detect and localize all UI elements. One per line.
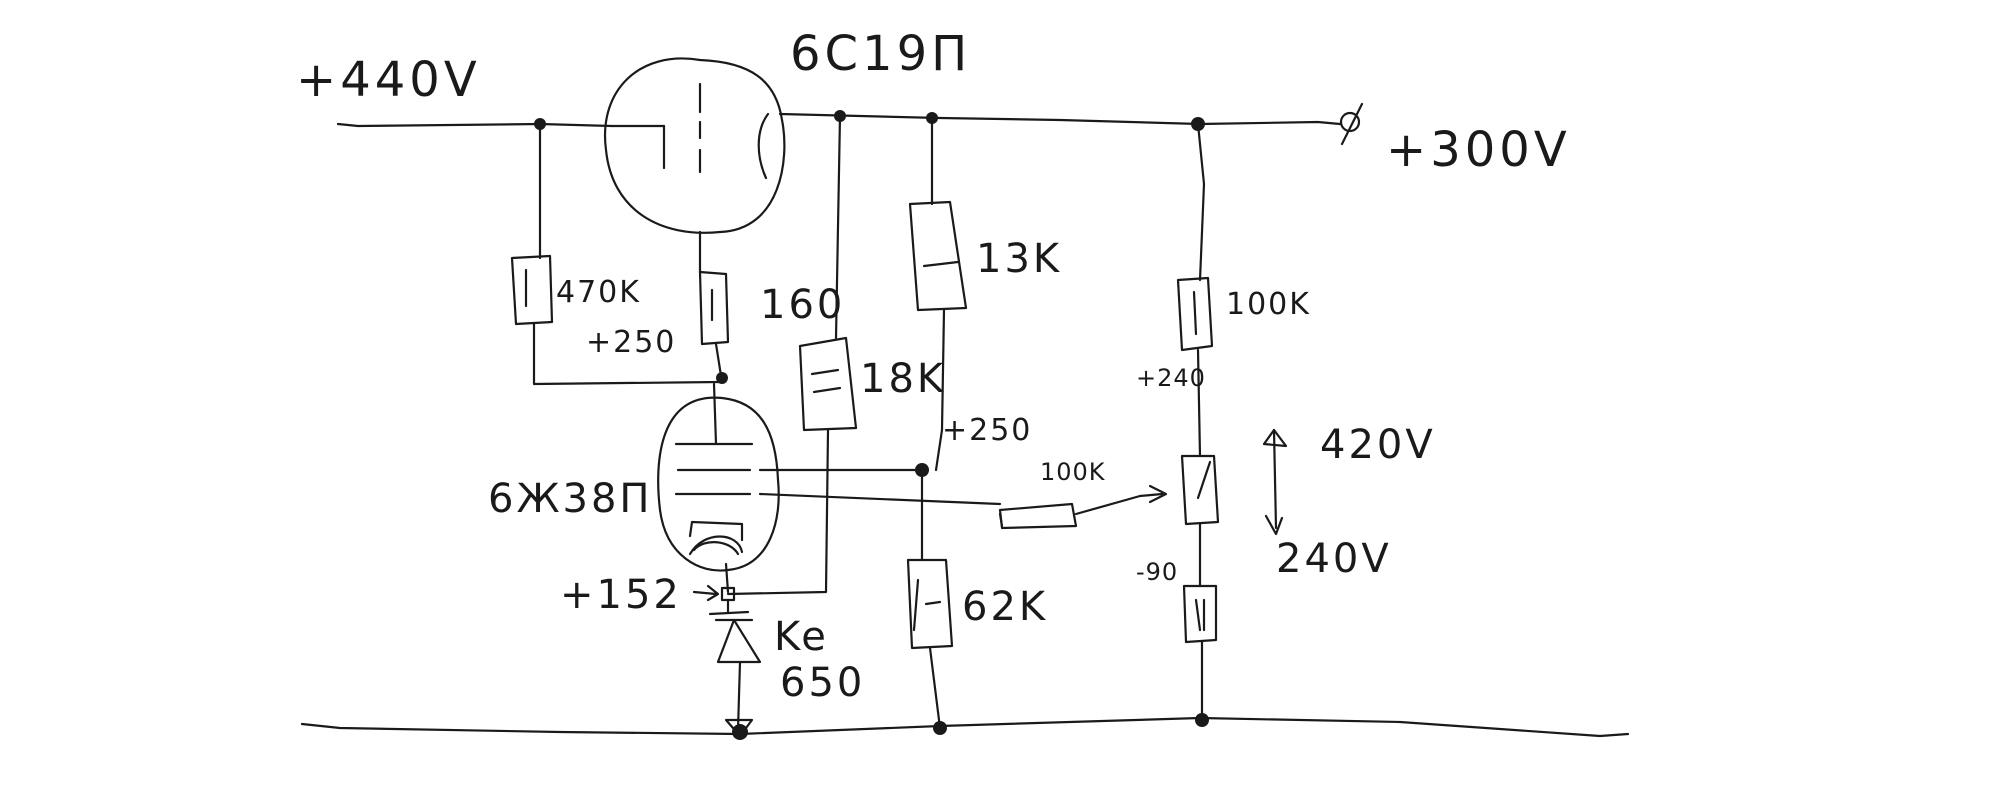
label-r-160: 160 (760, 282, 845, 328)
zener-diode (708, 598, 762, 738)
label-output-voltage: +300V (1386, 122, 1571, 178)
label-error-amp-tube: 6Ж38П (488, 476, 653, 522)
resistor-160 (698, 270, 730, 384)
label-zener-type: Ke (774, 614, 829, 660)
ground-rail (300, 716, 1630, 738)
resistor-18k (726, 114, 858, 596)
label-zener-value: 650 (780, 660, 865, 706)
error-amp-tube-symbol (657, 382, 1002, 594)
label-r-62k: 62K (962, 584, 1048, 630)
resistor-62k (906, 468, 954, 730)
output-terminal (1339, 102, 1364, 146)
label-r-470k: 470K (556, 275, 641, 310)
label-r-18k: 18K (860, 356, 946, 402)
label-pass-tube: 6С19П (790, 26, 971, 82)
output-divider (1176, 122, 1220, 722)
label-range-low: 240V (1276, 536, 1392, 582)
resistor-100k-feedback (998, 484, 1168, 530)
input-rail (336, 112, 1342, 128)
label-grid-voltage: +250 (586, 325, 676, 360)
label-screen-voltage: +250 (942, 413, 1032, 448)
label-pot-top-voltage: +240 (1136, 364, 1206, 392)
resistor-13k (908, 116, 968, 472)
label-r-100k-feedback: 100K (1040, 458, 1106, 486)
junction-dots (534, 110, 1209, 740)
pass-tube-symbol (603, 57, 786, 274)
label-r-100k-top: 100K (1226, 287, 1311, 322)
resistor-470k (510, 122, 722, 386)
label-input-voltage: +440V (296, 52, 481, 108)
label-range-high: 420V (1320, 422, 1436, 468)
label-cathode-voltage: +152 (560, 572, 682, 618)
label-pot-bottom-voltage: -90 (1136, 558, 1178, 586)
pot-range-arrows (1262, 428, 1288, 536)
label-r-13k: 13K (976, 236, 1062, 282)
